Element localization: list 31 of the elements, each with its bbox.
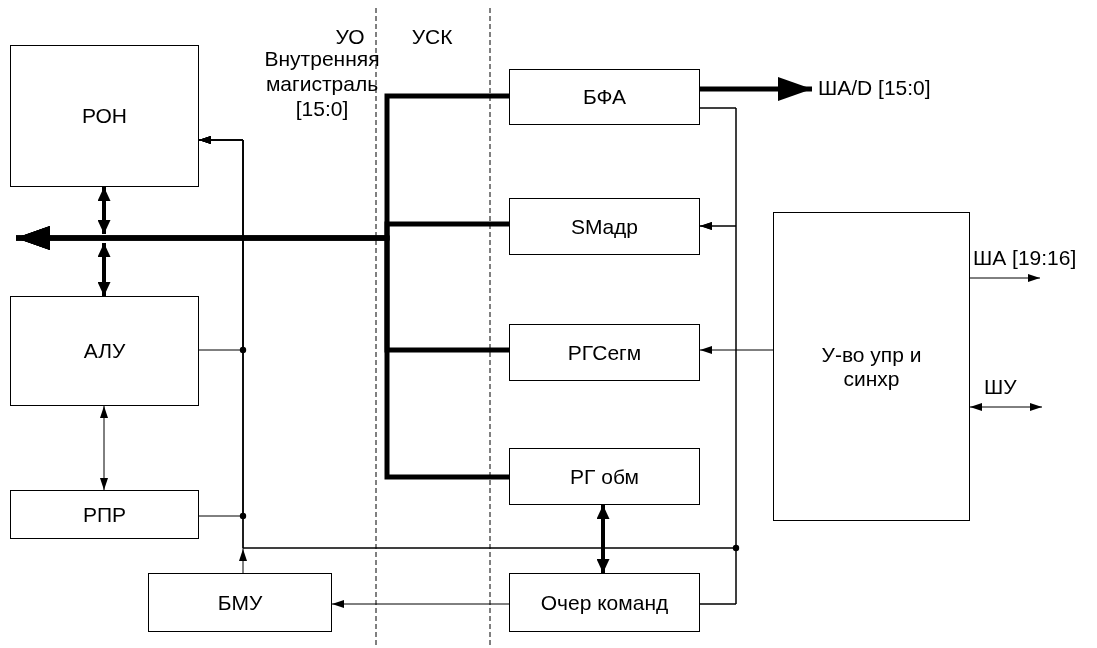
arrow	[969, 403, 1043, 411]
block-label: БМУ	[217, 590, 263, 615]
block-label: АЛУ	[83, 339, 126, 363]
arrow	[331, 600, 510, 608]
block-label: У-во упр и синхр	[820, 342, 923, 391]
block-box	[773, 212, 970, 521]
block-box	[10, 490, 199, 539]
block-box	[148, 573, 332, 632]
arrow	[97, 187, 111, 234]
arrow	[699, 346, 774, 354]
block-label: SMадр	[570, 214, 639, 239]
block-box	[10, 296, 199, 406]
arrow	[700, 77, 812, 101]
block-label: Очер команд	[540, 590, 669, 615]
block-box	[509, 448, 700, 505]
block-box	[509, 324, 700, 381]
block-label: РГСегм	[567, 340, 642, 365]
block-box	[509, 198, 700, 255]
zone-label: УСК	[410, 24, 454, 50]
arrow	[97, 243, 111, 296]
arrow	[100, 405, 108, 491]
block-label: РПР	[82, 502, 127, 527]
block-label: РГ обм	[570, 464, 639, 489]
block-label: РОН	[81, 104, 127, 128]
block-box	[509, 573, 700, 632]
block-label: БФА	[582, 85, 627, 109]
arrow	[596, 505, 610, 573]
arrow	[969, 274, 1041, 282]
block-box	[509, 69, 700, 125]
arrow	[16, 226, 509, 480]
block-box	[10, 45, 199, 187]
